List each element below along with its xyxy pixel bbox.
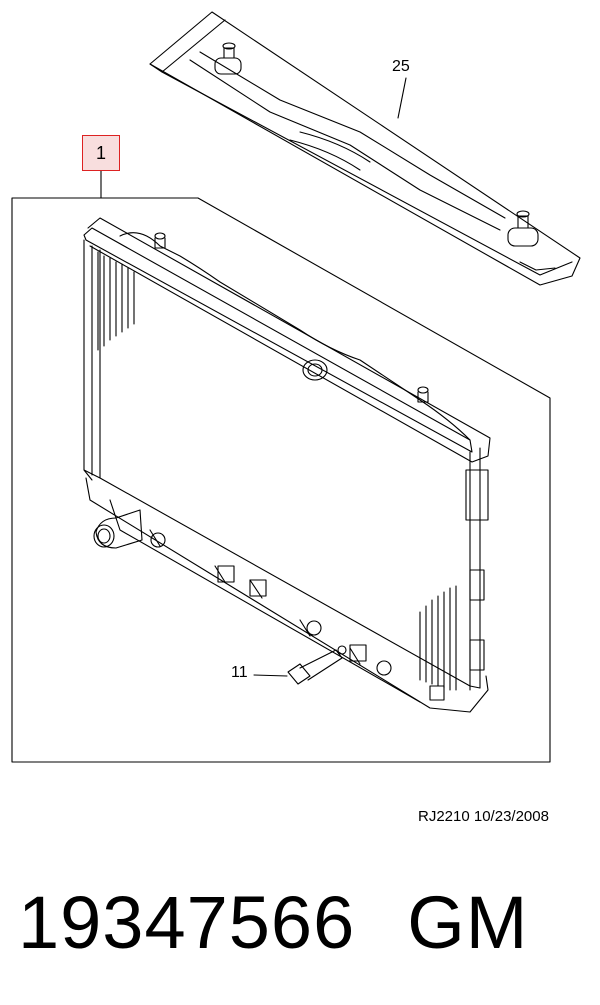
part-number: 19347566: [18, 881, 356, 964]
upper-bracket: [149, 11, 581, 286]
assembly-frame: [11, 197, 551, 763]
drawing-reference: RJ2210 10/23/2008: [418, 808, 549, 825]
callout-upper-bracket: 25: [392, 58, 410, 75]
radiator-core: [83, 217, 491, 713]
callout-drain-plug: 11: [231, 664, 248, 681]
callout-radiator: 1: [82, 135, 120, 171]
brand-name: GM: [407, 881, 529, 964]
part-title: 19347566 GM: [18, 880, 528, 965]
